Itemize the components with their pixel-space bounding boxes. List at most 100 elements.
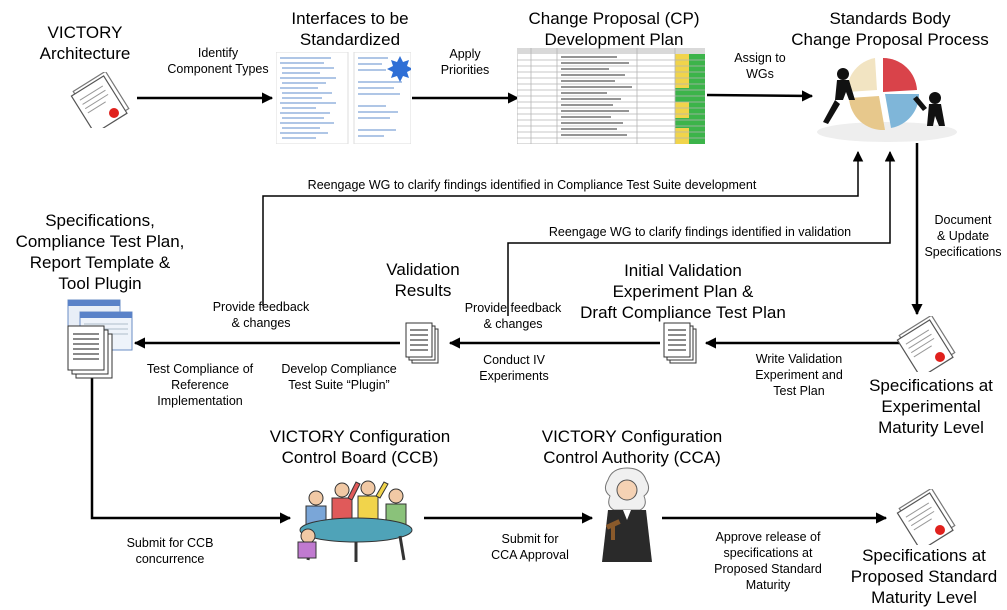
- edge-label-line: Assign to: [734, 51, 786, 65]
- edge-label-line: Develop Compliance: [281, 362, 397, 376]
- arrow-reengage-compliance: [262, 150, 864, 306]
- node-title-line: Proposed Standard: [850, 567, 998, 586]
- node-title-line: Standards Body: [829, 9, 951, 28]
- edge-submit-cca: Submit for CCA Approval: [470, 531, 590, 563]
- node-title-line: Development Plan: [544, 30, 684, 49]
- node-title-line: Specifications at: [869, 376, 993, 395]
- edge-label-line: Submit for CCB: [126, 536, 214, 550]
- node-title-line: Maturity Level: [878, 418, 984, 437]
- node-spec-experimental: Specifications at Experimental Maturity …: [852, 375, 1007, 438]
- document-ribbon-icon: [70, 72, 130, 128]
- node-title-line: Report Template &: [29, 253, 171, 272]
- node-title-line: Compliance Test Plan,: [15, 232, 185, 251]
- edge-label-line: WGs: [746, 67, 774, 81]
- edge-submit-ccb: Submit for CCB concurrence: [112, 535, 228, 567]
- edge-label-line: specifications at: [723, 546, 813, 560]
- edge-label-line: Component Types: [167, 62, 269, 76]
- puzzle-pie-chart-people-icon: [817, 57, 957, 142]
- document-ribbon-icon: [896, 316, 956, 372]
- edge-label-line: Proposed Standard: [714, 562, 822, 576]
- document-stack-screenshots-icon: [67, 299, 133, 379]
- edge-label-line: Identify: [197, 46, 239, 60]
- arrow-assign: [706, 90, 814, 102]
- edge-label-line: Implementation: [157, 394, 243, 408]
- node-title-line: Draft Compliance Test Plan: [580, 303, 786, 322]
- edge-label-line: CCA Approval: [491, 548, 569, 562]
- edge-identify-component-types: Identify Component Types: [150, 45, 286, 77]
- edge-label-line: Reengage WG to clarify findings identifi…: [548, 225, 852, 239]
- node-title-line: Results: [394, 281, 452, 300]
- edge-provide-feedback-1: Provide feedback & changes: [206, 299, 316, 331]
- edge-label-line: Provide feedback: [464, 301, 562, 315]
- node-title-line: Control Board (CCB): [281, 448, 439, 467]
- edge-apply-priorities: Apply Priorities: [425, 46, 505, 78]
- node-title-line: Architecture: [39, 44, 131, 63]
- node-title-line: Maturity Level: [871, 588, 977, 607]
- node-title-line: VICTORY Configuration: [541, 427, 723, 446]
- edge-develop-compliance: Develop Compliance Test Suite “Plugin”: [268, 361, 410, 393]
- node-cp-plan: Change Proposal (CP) Development Plan: [500, 8, 728, 50]
- edge-label-line: Reference: [171, 378, 229, 392]
- node-title-line: Control Authority (CCA): [543, 448, 721, 467]
- node-title-line: Specifications,: [45, 211, 155, 230]
- edge-label-line: Approve release of: [715, 530, 821, 544]
- node-title-line: VICTORY: [47, 23, 123, 42]
- edge-label-line: Test Plan: [773, 384, 825, 398]
- edge-label-line: Experiments: [479, 369, 549, 383]
- edge-label-line: Apply: [449, 47, 481, 61]
- edge-label-line: Conduct IV: [483, 353, 545, 367]
- node-spec-proposed: Specifications at Proposed Standard Matu…: [845, 545, 1003, 608]
- edge-test-compliance: Test Compliance of Reference Implementat…: [134, 361, 266, 409]
- node-title-line: Change Proposal Process: [791, 30, 989, 49]
- judge-icon: [602, 467, 652, 562]
- node-victory-architecture: VICTORY Architecture: [20, 22, 150, 64]
- edge-label-line: & Update: [936, 229, 990, 243]
- edge-label-line: & changes: [483, 317, 543, 331]
- arrow-submit-ccb: [90, 378, 292, 524]
- node-title-line: VICTORY Configuration: [269, 427, 451, 446]
- spreadsheet-thumbnail-icon: [517, 48, 705, 144]
- node-initial-validation: Initial Validation Experiment Plan & Dra…: [565, 260, 801, 323]
- edge-write-validation: Write Validation Experiment and Test Pla…: [742, 351, 856, 399]
- node-title-line: Experiment Plan &: [612, 282, 754, 301]
- edge-label-line: & changes: [231, 316, 291, 330]
- node-ccb: VICTORY Configuration Control Board (CCB…: [252, 426, 468, 468]
- node-title-line: Standardized: [299, 30, 401, 49]
- edge-label-line: Maturity: [745, 578, 791, 592]
- node-title-line: Experimental: [881, 397, 981, 416]
- edge-assign-to-wgs: Assign to WGs: [720, 50, 800, 82]
- node-title-line: Initial Validation: [624, 261, 742, 280]
- meeting-table-people-icon: [297, 480, 413, 562]
- node-interfaces: Interfaces to be Standardized: [255, 8, 445, 50]
- edge-label-line: Write Validation: [755, 352, 843, 366]
- edge-label-line: Submit for: [501, 532, 559, 546]
- edge-label-line: Priorities: [440, 63, 490, 77]
- edge-approve-release: Approve release of specifications at Pro…: [700, 529, 836, 593]
- edge-label-line: Document: [934, 213, 992, 227]
- edge-label-line: concurrence: [135, 552, 205, 566]
- node-title-line: Validation: [386, 260, 460, 279]
- node-validation-results: Validation Results: [363, 259, 483, 301]
- edge-provide-feedback-2: Provide feedback & changes: [455, 300, 571, 332]
- edge-label-line: Reengage WG to clarify findings identifi…: [307, 178, 757, 192]
- edge-reengage-validation: Reengage WG to clarify findings identifi…: [512, 224, 888, 240]
- edge-document-update: Document & Update Specifications: [918, 212, 1007, 260]
- document-ribbon-icon: [896, 489, 956, 545]
- document-stack-icon: [663, 322, 697, 364]
- node-cca: VICTORY Configuration Control Authority …: [524, 426, 740, 468]
- edge-label-line: Experiment and: [755, 368, 843, 382]
- edge-reengage-compliance: Reengage WG to clarify findings identifi…: [262, 177, 802, 193]
- node-title-line: Change Proposal (CP): [528, 9, 700, 28]
- node-standards-body: Standards Body Change Proposal Process: [776, 8, 1004, 50]
- edge-conduct-iv: Conduct IV Experiments: [464, 352, 564, 384]
- node-specifications-bundle: Specifications, Compliance Test Plan, Re…: [2, 210, 198, 294]
- node-title-line: Tool Plugin: [58, 274, 142, 293]
- spreadsheet-thumbnail-icon: [276, 52, 411, 144]
- node-title-line: Interfaces to be: [291, 9, 409, 28]
- arrow-reengage-validation: [507, 150, 896, 316]
- edge-label-line: Specifications: [924, 245, 1002, 259]
- edge-label-line: Provide feedback: [212, 300, 310, 314]
- node-title-line: Specifications at: [862, 546, 986, 565]
